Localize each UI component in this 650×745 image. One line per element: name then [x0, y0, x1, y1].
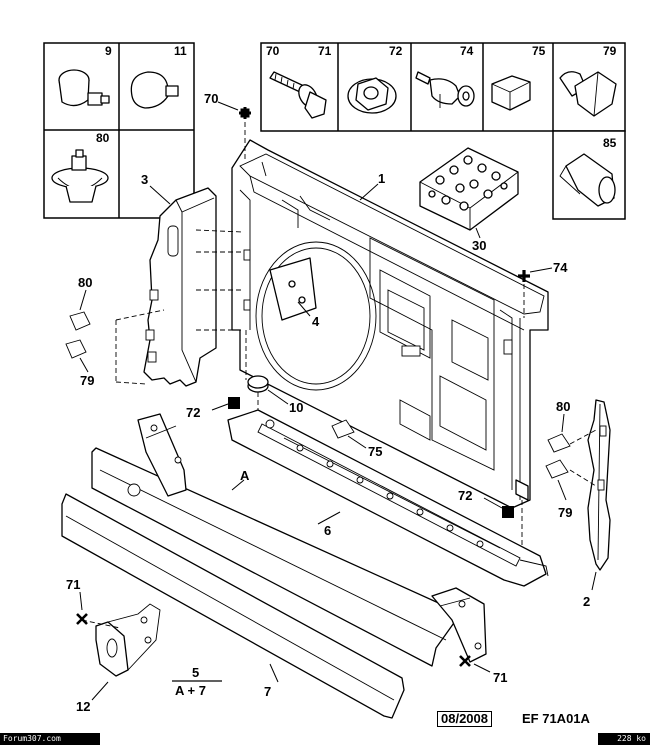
part-7-absorber	[61, 493, 405, 719]
part-10-mount	[247, 375, 289, 420]
inset-label-71: 71	[318, 44, 332, 58]
watermark-right: 228 ko	[598, 733, 650, 745]
callout-80-right: 80	[556, 399, 570, 414]
callout-3: 3	[141, 172, 148, 187]
clip-80-left	[69, 289, 91, 331]
watermark-left: Forum307.com	[0, 733, 100, 745]
part-72-nut-icon	[347, 77, 397, 114]
clip-80-right	[547, 413, 571, 453]
reference-code: EF 71A01A	[522, 711, 590, 726]
inset-label-9: 9	[105, 44, 112, 58]
callout-1: 1	[378, 171, 385, 186]
inset-label-72: 72	[389, 44, 403, 58]
part-70-71-screw-icon	[269, 71, 327, 119]
part-3-left-deflector	[115, 185, 243, 387]
part-30-fastener-kit	[419, 147, 519, 239]
part-11-icon	[130, 71, 179, 109]
fastener-71-right	[459, 655, 491, 673]
callout-71-left: 71	[66, 577, 80, 592]
inset-box-left: 9 11 80	[43, 42, 195, 219]
callout-30: 30	[472, 238, 486, 253]
part-a-bumper-beam	[91, 413, 487, 667]
inset-label-11: 11	[174, 44, 187, 58]
part-85-icon	[559, 153, 616, 207]
inset-label-79: 79	[603, 44, 617, 58]
part-12-bracket	[81, 603, 161, 701]
part-74-bolt-icon	[415, 71, 475, 108]
part-2-right-deflector	[587, 399, 611, 591]
callout-6: 6	[324, 523, 331, 538]
callout-2: 2	[583, 594, 590, 609]
inset-label-80: 80	[96, 131, 110, 145]
callout-12: 12	[76, 699, 90, 714]
fraction-denominator: A + 7	[175, 683, 206, 698]
clip-75	[331, 419, 367, 449]
callout-75: 75	[368, 444, 382, 459]
screw-74-cross	[518, 267, 553, 318]
callout-70: 70	[204, 91, 218, 106]
screw-70-cross	[217, 101, 251, 160]
callout-a: A	[240, 468, 250, 483]
callout-10: 10	[289, 400, 303, 415]
inset-label-74: 74	[460, 44, 474, 58]
inset-label-85: 85	[603, 136, 617, 150]
part-80-icon	[51, 149, 109, 203]
inset-label-70: 70	[266, 44, 280, 58]
callout-79-right: 79	[558, 505, 572, 520]
callout-7: 7	[264, 684, 271, 699]
footer-bar: Forum307.com 228 ko	[0, 733, 650, 745]
inset-box-right: 70 71 72 74 75 79 85	[260, 42, 626, 220]
inset-label-75: 75	[532, 44, 546, 58]
callout-80-left: 80	[78, 275, 92, 290]
reference-date: 08/2008	[437, 711, 492, 727]
part-79-fastener-icon	[559, 71, 617, 117]
assembly-note-fraction: 5 A + 7	[172, 665, 222, 698]
part-6-lower-crossmember	[227, 409, 549, 587]
clip-79-left	[65, 339, 89, 373]
fastener-71-left	[76, 591, 88, 625]
callout-79-left: 79	[80, 373, 94, 388]
part-75-clip-icon	[491, 75, 531, 111]
callout-4: 4	[312, 314, 320, 329]
part-9-icon	[58, 69, 110, 107]
nut-72-right	[483, 497, 514, 518]
nut-72-left	[211, 397, 240, 411]
callout-72-right: 72	[458, 488, 472, 503]
callout-74: 74	[553, 260, 568, 275]
callout-72-left: 72	[186, 405, 200, 420]
clip-79-right	[545, 459, 569, 501]
fraction-numerator: 5	[192, 665, 199, 680]
callout-71-right: 71	[493, 670, 507, 685]
